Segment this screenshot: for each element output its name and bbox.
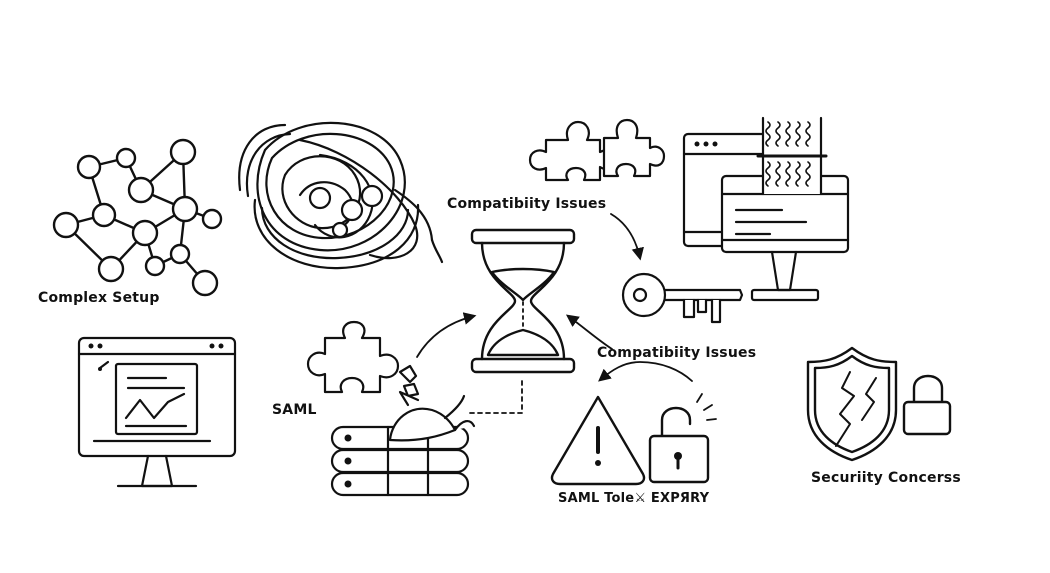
cracked-shield-icon: [806, 346, 898, 462]
security-concerns-label: Securiity Concerss: [811, 470, 961, 486]
saml-token-expiry-label: SAML Tole⚔ EXPЯRY: [558, 491, 710, 506]
compatibility-issues-mid-label: Compatibiity Issues: [597, 345, 757, 361]
closed-padlock-icon: [902, 374, 952, 436]
network-graph-icon: [52, 138, 223, 297]
puzzle-pieces-top-icon: [528, 118, 666, 182]
flow-arrows: [416, 213, 693, 414]
analytics-monitor-icon: [77, 336, 237, 488]
database-server-icon: [330, 390, 476, 497]
shredder-monitor-icon: [682, 116, 850, 302]
open-padlock-icon: [648, 393, 717, 484]
compatibility-issues-top-label: Compatibiity Issues: [447, 196, 607, 212]
saml-puzzle-icon: [306, 320, 420, 398]
saml-label: SAML: [272, 402, 317, 418]
tangled-knot-icon: [238, 121, 444, 270]
warning-triangle-icon: [550, 395, 646, 486]
key-icon: [621, 272, 744, 324]
complex-setup-label: Complex Setup: [38, 290, 160, 306]
hourglass-icon: [470, 228, 576, 374]
